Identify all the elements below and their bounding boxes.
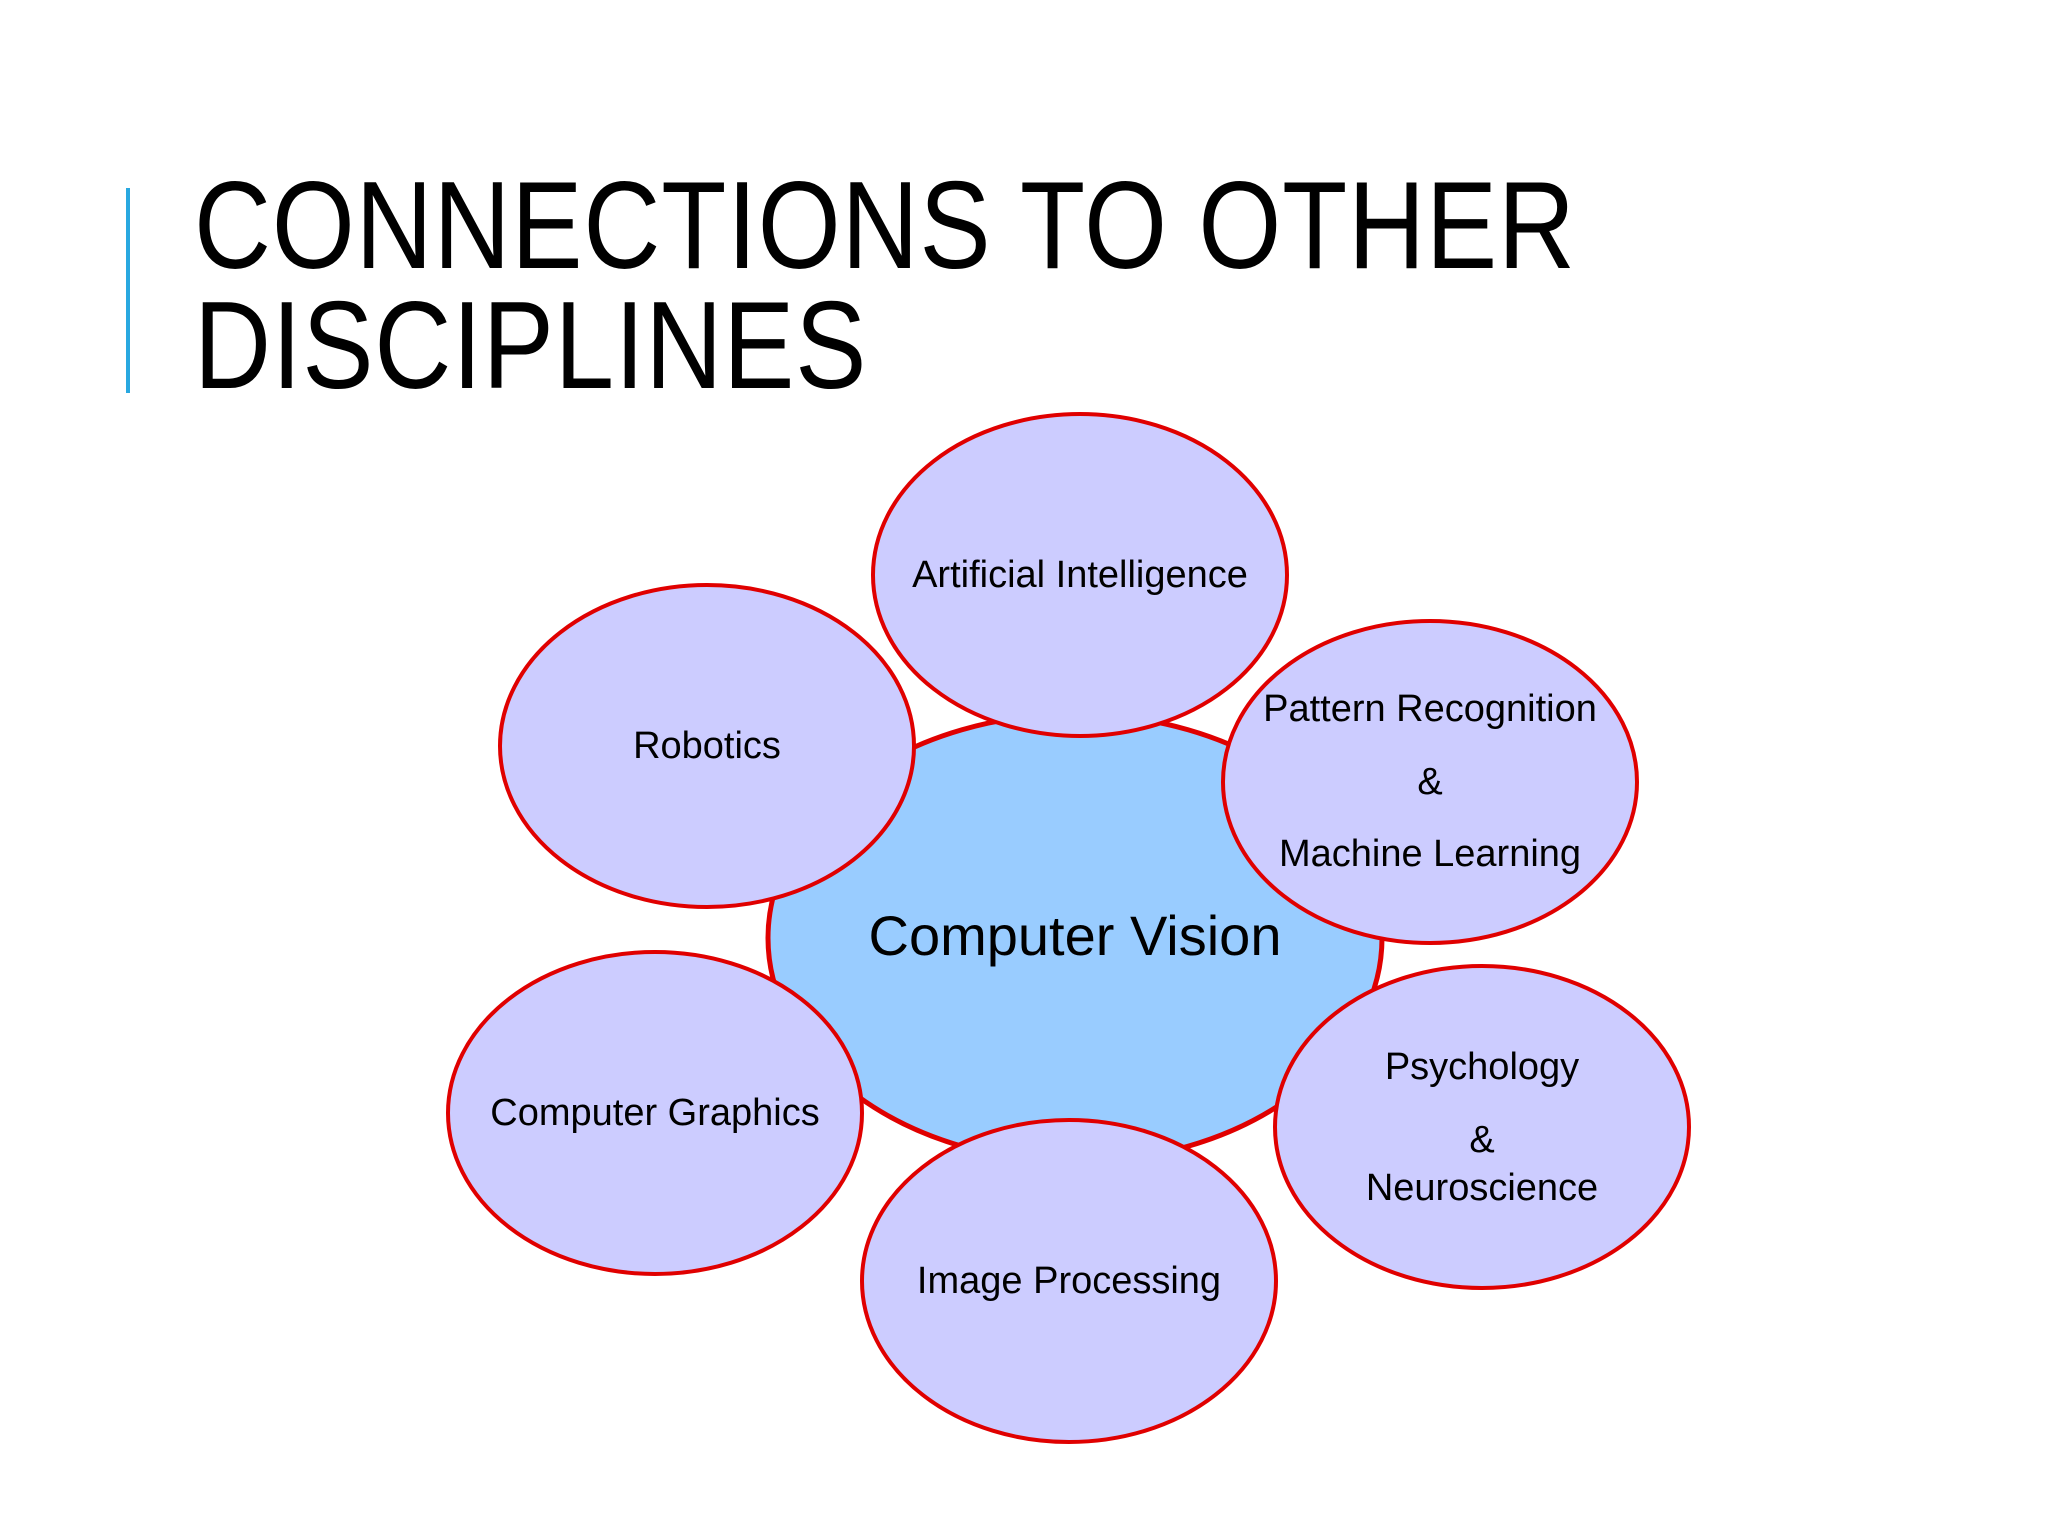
node-image-processing-label: Image Processing: [917, 1260, 1221, 1302]
node-artificial-intelligence-label: Artificial Intelligence: [912, 554, 1248, 596]
node-pattern-recognition-label-1: Pattern Recognition: [1263, 688, 1597, 730]
node-robotics: Robotics: [498, 583, 916, 909]
node-computer-graphics: Computer Graphics: [446, 950, 864, 1276]
node-psychology: Psychology & Neuroscience: [1273, 964, 1691, 1290]
node-robotics-ellipse: [498, 583, 916, 909]
node-image-processing: Image Processing: [860, 1118, 1278, 1444]
center-label: Computer Vision: [869, 904, 1282, 967]
node-robotics-label: Robotics: [633, 725, 781, 767]
center-node: Computer Vision: [765, 711, 1385, 1165]
node-pattern-recognition: Pattern Recognition & Machine Learning: [1221, 619, 1639, 945]
node-psychology-label-3: Neuroscience: [1366, 1167, 1598, 1209]
node-artificial-intelligence-ellipse: [871, 412, 1289, 738]
title-line-2: DISCIPLINES: [194, 277, 868, 415]
node-pattern-recognition-ellipse: [1221, 619, 1639, 945]
node-artificial-intelligence: Artificial Intelligence: [871, 412, 1289, 738]
title-line-1: CONNECTIONS TO OTHER: [194, 157, 1576, 295]
slide-title: CONNECTIONS TO OTHER DISCIPLINES: [194, 157, 1656, 415]
node-psychology-label-1: Psychology: [1385, 1046, 1579, 1088]
node-pattern-recognition-label-3: Machine Learning: [1279, 833, 1581, 875]
node-computer-graphics-ellipse: [446, 950, 864, 1276]
node-psychology-label-2: &: [1469, 1119, 1494, 1161]
node-computer-graphics-label: Computer Graphics: [490, 1092, 819, 1134]
node-pattern-recognition-label-2: &: [1417, 761, 1442, 803]
title-accent-bar: [126, 188, 130, 393]
node-psychology-ellipse: [1273, 964, 1691, 1290]
node-image-processing-ellipse: [860, 1118, 1278, 1444]
